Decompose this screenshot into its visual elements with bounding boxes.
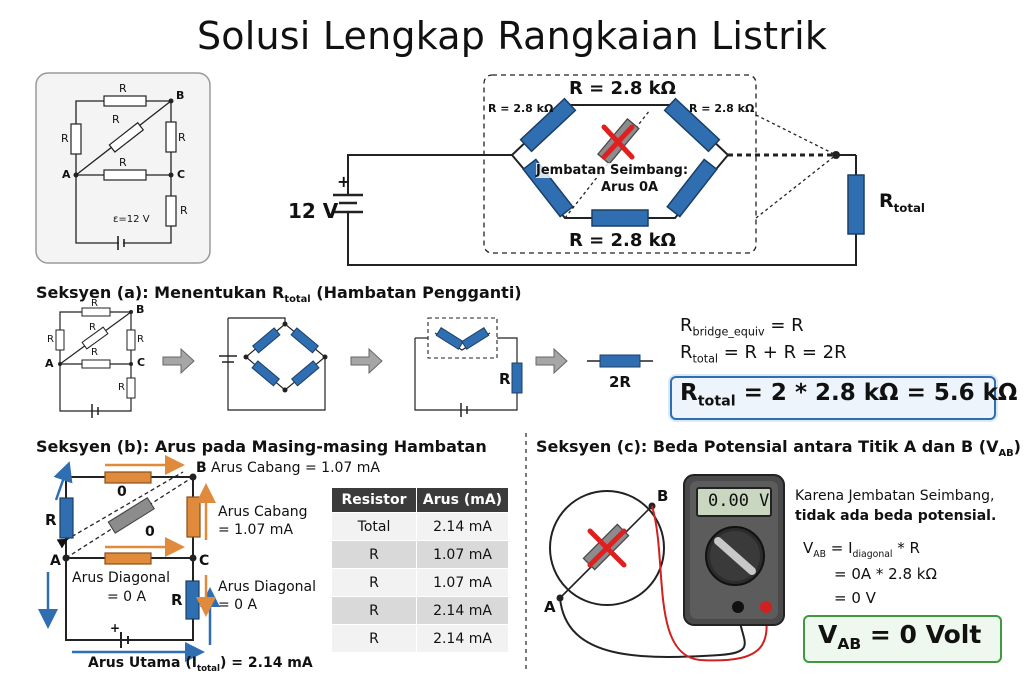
label-r-top: R = 2.8 kΩ xyxy=(569,78,676,99)
page-title: Solusi Lengkap Rangkaian Listrik xyxy=(196,14,828,58)
cross-mark-icon xyxy=(601,124,635,160)
c-eq-3: = 0 V xyxy=(834,589,876,607)
a-small-r-5: R xyxy=(91,347,98,358)
b-diag-left-2: = 0 A xyxy=(107,589,147,605)
b-branch-current-side-1: Arus Cabang xyxy=(218,504,308,520)
inset-resistor-mid xyxy=(103,169,147,181)
inset-label-r-right: R xyxy=(178,131,186,144)
a-small-b: B xyxy=(136,303,145,316)
bridge-resistor-top-left xyxy=(519,97,577,153)
table-header-resistor: Resistor xyxy=(331,487,417,513)
c-label-b: B xyxy=(657,487,669,505)
section-a-heading: Seksyen (a): Menentukan Rtotal (Hambatan… xyxy=(36,283,522,306)
bridge-note-2: Arus 0A xyxy=(601,180,659,195)
a-label-2r: 2R xyxy=(609,373,631,391)
cross-mark-icon-2 xyxy=(587,528,627,568)
resistor-total xyxy=(847,174,865,235)
result-box-r-total xyxy=(670,376,996,420)
b-label-r-left: R xyxy=(45,511,57,529)
b-zero-2: 0 xyxy=(145,524,155,540)
a-small-a: A xyxy=(45,357,54,370)
section-b-diagram xyxy=(38,455,220,662)
c-eq-2: = 0A * 2.8 kΩ xyxy=(834,565,937,583)
inset-label-b: B xyxy=(176,89,185,102)
c-note-2: tidak ada beda potensial. xyxy=(795,508,997,524)
b-diag-right-1: Arus Diagonal xyxy=(218,579,316,595)
inset-label-r-diag: R xyxy=(112,113,120,126)
label-r-left: R = 2.8 kΩ xyxy=(488,102,554,115)
voltage-label: 12 V xyxy=(288,199,339,223)
inset-resistor-left xyxy=(70,123,82,155)
inset-resistor-right xyxy=(165,121,177,153)
b-zero-1: 0 xyxy=(117,484,127,500)
table-header-current: Arus (mA) xyxy=(416,487,509,513)
label-r-total: Rtotal xyxy=(879,190,925,215)
inset-resistor-bottom xyxy=(165,195,177,227)
section-c-heading: Seksyen (c): Beda Potensial antara Titik… xyxy=(536,437,1021,460)
label-r-bottom: R = 2.8 kΩ xyxy=(569,230,676,251)
b-label-c: C xyxy=(199,553,210,569)
eq-bridge-equiv: Rbridge_equiv = R xyxy=(680,315,804,339)
c-note-1: Karena Jembatan Seimbang, xyxy=(795,488,995,504)
b-branch-current-side-2: = 1.07 mA xyxy=(218,522,294,538)
inset-circuit xyxy=(35,72,211,264)
main-circuit xyxy=(333,74,865,266)
multimeter-display xyxy=(696,487,772,517)
a-label-r: R xyxy=(499,370,511,388)
label-r-right: R = 2.8 kΩ xyxy=(689,102,755,115)
a-small-r-1: R xyxy=(91,298,98,309)
a-small-r-2: R xyxy=(47,334,54,345)
section-a-diagrams xyxy=(55,307,653,418)
result-r-total: Rtotal = 2 * 2.8 kΩ = 5.6 kΩ xyxy=(680,380,1018,410)
inset-label-r-bottom: R xyxy=(180,204,188,217)
a-small-r-6: R xyxy=(118,382,125,393)
bridge-note-1: Jembatan Seimbang: xyxy=(536,163,689,178)
battery-plus: + xyxy=(337,172,351,191)
battery-symbol xyxy=(333,193,363,214)
b-label-r-right: R xyxy=(171,591,183,609)
b-branch-current-top: Arus Cabang = 1.07 mA xyxy=(211,460,380,476)
bridge-resistor-bottom-left xyxy=(522,158,574,218)
inset-resistor-top xyxy=(103,95,147,107)
inset-label-emf: ε=12 V xyxy=(113,214,150,225)
b-diag-left-1: Arus Diagonal xyxy=(72,570,170,586)
bridge-resistor-top-right xyxy=(663,97,721,153)
bridge-resistor-bottom xyxy=(591,209,649,227)
b-battery-plus: + xyxy=(110,621,121,635)
a-small-c: C xyxy=(137,356,146,369)
result-vab: VAB = 0 Volt xyxy=(818,620,982,653)
b-diag-right-2: = 0 A xyxy=(218,597,258,613)
b-label-b: B xyxy=(196,460,207,476)
section-c-diagram xyxy=(549,474,785,662)
result-box-vab xyxy=(803,615,1002,663)
section-b-heading: Seksyen (b): Arus pada Masing-masing Ham… xyxy=(36,437,487,456)
inset-resistor-diagonal xyxy=(108,121,145,153)
inset-label-c: C xyxy=(177,168,186,181)
bridge-resistor-bottom-right xyxy=(666,158,718,218)
inset-label-r-left: R xyxy=(61,132,69,145)
b-label-a: A xyxy=(50,553,61,569)
c-label-a: A xyxy=(544,598,556,616)
c-eq-1: VAB = Idiagonal * R xyxy=(803,539,920,560)
a-small-r-3: R xyxy=(137,334,144,345)
b-main-current: Arus Utama (Itotal) = 2.14 mA xyxy=(88,655,313,674)
meter-display-value: 0.00 V xyxy=(708,491,770,511)
resistor-2r xyxy=(599,354,641,368)
a-small-r-4: R xyxy=(89,322,96,333)
inset-label-r-top: R xyxy=(119,82,127,95)
inset-label-r-mid: R xyxy=(119,156,127,169)
eq-r-total: Rtotal = R + R = 2R xyxy=(680,342,847,366)
inset-label-a: A xyxy=(62,168,71,181)
